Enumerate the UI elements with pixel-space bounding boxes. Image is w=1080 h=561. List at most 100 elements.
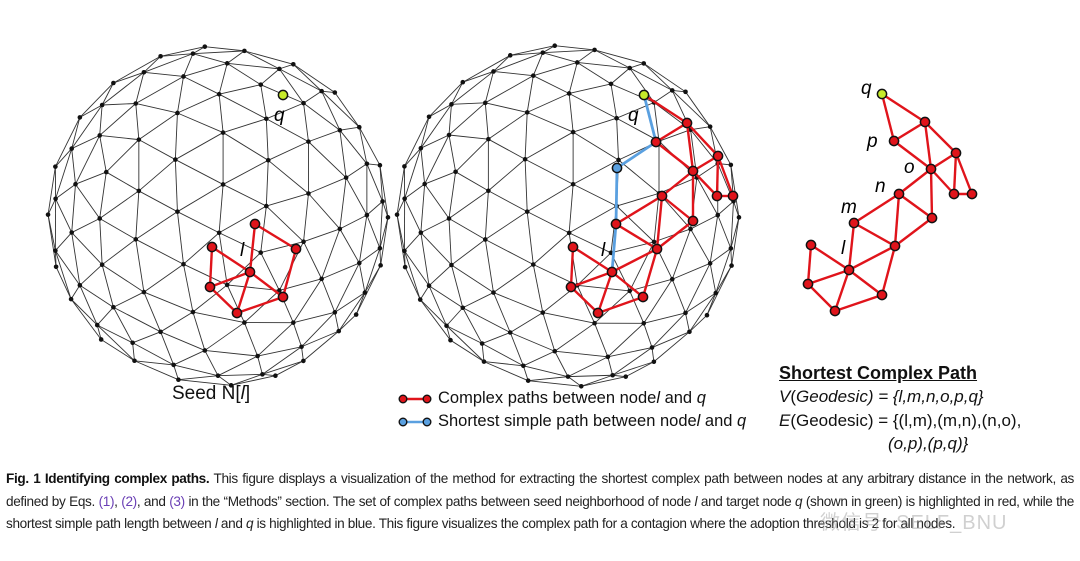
mesh-edge [55, 232, 73, 251]
mesh-node [332, 310, 338, 315]
mesh-node [220, 130, 226, 135]
mesh-edge [218, 232, 261, 253]
eq-ref-link[interactable]: (3) [169, 493, 185, 509]
mesh-node [422, 181, 427, 187]
mesh-edge [404, 232, 422, 252]
shortest-path-edge [610, 223, 618, 273]
mesh-node [364, 161, 370, 167]
mesh-node [574, 60, 580, 65]
mesh-edge [629, 278, 673, 292]
mesh-node [242, 48, 247, 54]
path-node [290, 243, 302, 255]
mesh-edge [105, 139, 140, 173]
mesh-edge [594, 49, 630, 69]
mesh-node [448, 337, 453, 343]
mesh-edge [339, 130, 347, 178]
path-node [889, 240, 901, 252]
mesh-node [273, 373, 278, 379]
mesh-edge [266, 205, 304, 243]
mesh-node [623, 374, 629, 379]
mesh-edge [192, 50, 245, 55]
path-node [249, 218, 261, 230]
path-node [727, 190, 739, 202]
mesh-edge [451, 239, 486, 266]
path-node [966, 188, 978, 200]
complex-path-edge [898, 193, 933, 219]
mesh-edge [522, 365, 529, 381]
mesh-edge [303, 241, 323, 280]
eq-ref-link[interactable]: (1) [98, 493, 115, 509]
mesh-node [491, 69, 496, 74]
mesh-edge [260, 84, 267, 119]
mesh-edge [610, 83, 618, 119]
mesh-edge [510, 332, 555, 352]
mesh-node [616, 157, 621, 163]
eq-ref-link[interactable]: (2) [121, 493, 137, 509]
mesh-edge [244, 290, 280, 323]
mesh-node [444, 323, 449, 329]
mesh-edge [428, 264, 452, 287]
mesh-edge [301, 346, 304, 361]
mesh-node [190, 51, 196, 56]
mesh-edge [243, 322, 259, 357]
mesh-edge [257, 322, 294, 357]
mesh-edge [192, 53, 228, 64]
complex-path-edge [656, 220, 694, 250]
mesh-edge [79, 104, 103, 118]
path-node [802, 278, 814, 290]
mesh-node [688, 226, 693, 232]
mesh-edge [292, 322, 302, 347]
path-node [656, 190, 668, 202]
mesh-node [291, 61, 296, 67]
mesh-node [306, 139, 311, 144]
mesh-edge [138, 112, 178, 140]
complex-path-edge [570, 270, 613, 289]
mesh-edge [218, 232, 228, 285]
mesh-edge [99, 135, 139, 141]
shortest-path-edge [642, 94, 658, 143]
mesh-edge [690, 228, 711, 264]
mesh-edge [524, 131, 574, 160]
mesh-edge [358, 215, 368, 264]
mesh-node [566, 91, 572, 96]
mesh-node [77, 283, 83, 288]
complex-path-edge [597, 295, 644, 315]
mesh-edge [481, 332, 511, 344]
mesh-edge [717, 214, 732, 249]
mesh-edge [526, 211, 534, 265]
mesh-edge [618, 159, 660, 194]
mesh-node [202, 44, 208, 49]
path-node [712, 150, 724, 162]
mesh-edge [96, 306, 114, 326]
mesh-edge [262, 360, 304, 375]
complex-path-edge [848, 269, 883, 296]
mesh-edge [404, 266, 421, 300]
mesh-edge [97, 324, 133, 344]
mesh-edge [567, 376, 582, 387]
mesh-edge [709, 248, 732, 264]
path-node [592, 307, 604, 319]
mesh-edge [404, 147, 422, 167]
mesh-edge [685, 263, 711, 314]
mesh-edge [138, 139, 176, 160]
mesh-edge [218, 205, 267, 234]
mesh-node [181, 261, 186, 267]
path-node [848, 217, 860, 229]
path-node [206, 241, 218, 253]
mesh-node [402, 264, 408, 270]
mesh-edge [96, 324, 135, 362]
mesh-edge [379, 165, 384, 202]
mesh-edge [308, 177, 347, 194]
complex-path-edge [209, 286, 238, 314]
mesh-edge [462, 307, 483, 344]
mesh-node [728, 162, 734, 168]
mesh-node [482, 100, 488, 106]
mesh-node [260, 372, 265, 377]
mesh-edge [671, 228, 691, 280]
legend-mid: and [700, 412, 738, 430]
mesh-edge [135, 190, 140, 240]
mesh-edge [321, 90, 360, 128]
mesh-edge [685, 91, 711, 127]
path-node [687, 165, 699, 177]
mesh-edge [581, 374, 613, 387]
